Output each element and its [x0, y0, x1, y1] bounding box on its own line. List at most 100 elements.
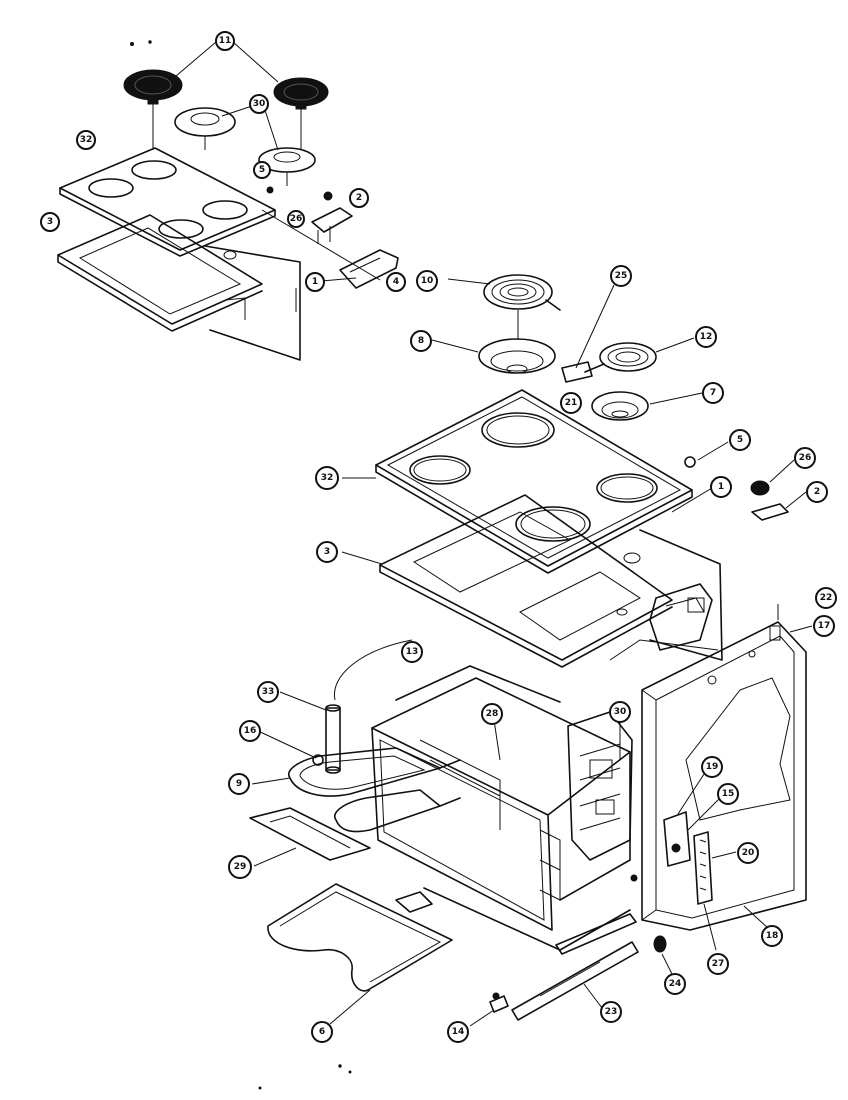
callout-11: 11 [215, 31, 235, 51]
callout-13: 13 [401, 641, 423, 663]
callout-label: 14 [452, 1027, 465, 1037]
coil-elements [431, 274, 807, 521]
callout-30-upper: 30 [249, 94, 269, 114]
coil-element-large [483, 274, 561, 311]
callout-27: 27 [707, 953, 729, 975]
callout-8: 8 [410, 330, 432, 352]
callout-label: 27 [712, 959, 725, 969]
callout-label: 1 [312, 277, 318, 287]
upper-bracket [339, 249, 399, 289]
callout-label: 24 [669, 979, 682, 989]
callout-26-upper: 26 [287, 210, 305, 228]
callout-3-upper: 3 [40, 212, 60, 232]
callout-label: 32 [321, 473, 334, 483]
callout-5-upper: 5 [253, 161, 271, 179]
terminal-screw-coil [750, 480, 770, 496]
light-bulb [312, 754, 324, 766]
upper-cooktop-panel [59, 147, 276, 257]
coil-element-small [584, 342, 657, 373]
screw-small [684, 456, 696, 468]
element-bracket [249, 807, 371, 861]
callout-label: 2 [814, 487, 820, 497]
callout-label: 8 [418, 336, 424, 346]
anti-tip-bracket [489, 992, 509, 1013]
callout-label: 33 [262, 687, 275, 697]
callout-32-upper: 32 [76, 130, 96, 150]
callout-label: 3 [47, 217, 53, 227]
callout-33: 33 [257, 681, 279, 703]
callout-26-lower: 26 [794, 447, 816, 469]
callout-label: 16 [244, 726, 257, 736]
upper-sub-panel [57, 214, 263, 332]
bake-element [267, 883, 453, 992]
callout-label: 17 [818, 621, 831, 631]
rear-housing [609, 529, 723, 661]
callout-12: 12 [695, 326, 717, 348]
callout-32-lower: 32 [315, 466, 339, 490]
callout-25: 25 [610, 265, 632, 287]
side-panel [630, 621, 807, 931]
callout-22: 22 [815, 587, 837, 609]
callout-4: 4 [386, 272, 406, 292]
callout-label: 21 [565, 398, 578, 408]
callout-label: 13 [406, 647, 419, 657]
callout-label: 11 [219, 36, 232, 46]
callout-label: 22 [820, 593, 833, 603]
callout-23: 23 [600, 1001, 622, 1023]
callout-label: 15 [722, 789, 735, 799]
leveling-leg [653, 935, 667, 953]
callout-label: 26 [799, 453, 812, 463]
callout-label: 23 [605, 1007, 618, 1017]
callout-label: 4 [393, 277, 399, 287]
callout-label: 19 [706, 762, 719, 772]
callout-5-lower: 5 [729, 429, 751, 451]
callout-label: 1 [718, 482, 724, 492]
callout-2-upper: 2 [349, 188, 369, 208]
callout-14: 14 [447, 1021, 469, 1043]
callout-label: 30 [614, 707, 627, 717]
upper-rear-housing [204, 245, 301, 361]
receptacle-terminal [561, 361, 593, 383]
callout-28: 28 [481, 703, 503, 725]
callout-1-lower: 1 [710, 476, 732, 498]
terminal-bracket [751, 503, 789, 521]
oven-light-socket [325, 704, 341, 774]
callout-label: 2 [356, 193, 362, 203]
drip-bowl-large [478, 338, 556, 374]
callout-15: 15 [717, 783, 739, 805]
main-sub-panel [379, 494, 673, 668]
callout-label: 25 [615, 271, 628, 281]
callout-label: 5 [737, 435, 743, 445]
callout-7: 7 [702, 382, 724, 404]
callout-1-upper: 1 [305, 272, 325, 292]
callout-label: 32 [80, 135, 93, 145]
broil-element [287, 747, 461, 833]
callout-3-lower: 3 [316, 541, 338, 563]
callout-label: 30 [253, 99, 266, 109]
solid-burner-right [273, 77, 329, 110]
callout-24: 24 [664, 973, 686, 995]
callout-16: 16 [239, 720, 261, 742]
callout-29: 29 [228, 855, 252, 879]
callout-19: 19 [701, 756, 723, 778]
callout-label: 5 [259, 165, 265, 175]
upper-terminal-block [311, 207, 353, 244]
callout-label: 7 [710, 388, 716, 398]
callout-30-lower: 30 [609, 701, 631, 723]
kick-plate [511, 941, 639, 1021]
burner-receptacle-rear [174, 107, 236, 150]
callout-label: 6 [319, 1027, 325, 1037]
drip-bowl-small [591, 391, 649, 421]
callout-20: 20 [737, 842, 759, 864]
callout-9: 9 [228, 773, 250, 795]
callout-label: 18 [766, 931, 779, 941]
solid-burner-left [123, 69, 183, 105]
scan-specks [130, 40, 352, 1090]
callout-label: 26 [290, 214, 303, 224]
burner-receptacle-front [258, 147, 316, 186]
callout-21: 21 [560, 392, 582, 414]
callout-label: 29 [234, 862, 247, 872]
upper-cooktop-assembly [57, 41, 399, 361]
